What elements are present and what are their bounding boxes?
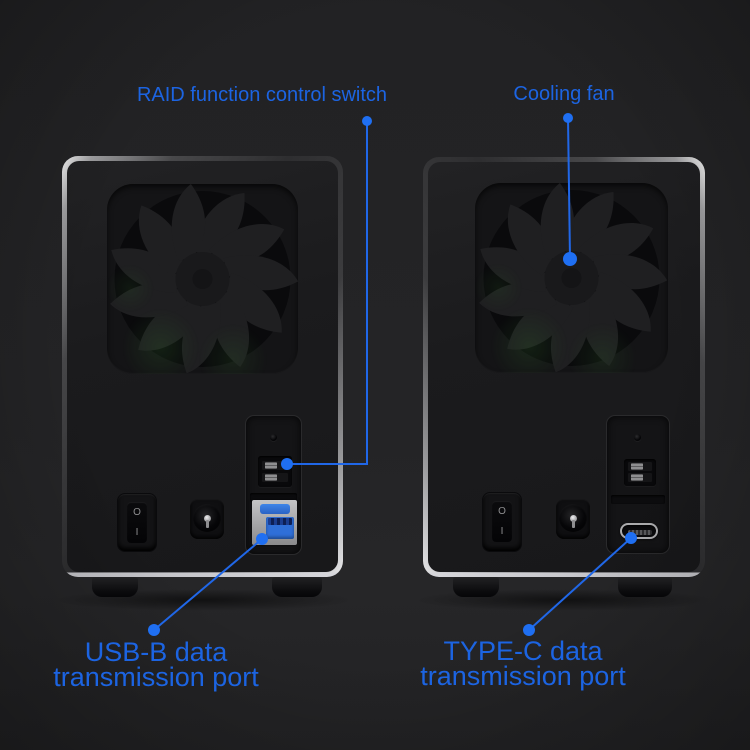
dc-power-jack: [190, 499, 224, 539]
device-foot: [618, 577, 672, 597]
power-switch: O I: [118, 494, 156, 551]
usb-b-label-line1: USB-B data: [84, 637, 228, 667]
enclosure-back-face: O I: [67, 161, 338, 572]
type-c-label-line1: TYPE-C data: [443, 636, 603, 666]
raid-switch-label: RAID function control switch: [136, 84, 388, 106]
type-c-label: TYPE-C data transmission port: [420, 636, 626, 691]
cooling-fan-label: Cooling fan: [513, 83, 615, 105]
cooling-fan: [475, 183, 668, 373]
raid-dip-switch: [624, 459, 656, 486]
usb-b-callout-dot: [148, 624, 160, 636]
device-foot: [453, 577, 499, 597]
dc-jack-stem: [572, 520, 575, 528]
dip-slider: [265, 474, 277, 481]
dip-slider: [631, 474, 643, 481]
fan-callout-dot: [563, 113, 573, 123]
power-rocker: O I: [127, 502, 147, 543]
device-foot: [272, 577, 322, 597]
dc-jack-pin: [203, 514, 211, 522]
dc-power-jack: [556, 499, 590, 539]
fan-impeller-icon: [479, 183, 668, 373]
device-foot: [92, 577, 138, 597]
type-c-label-line2: transmission port: [420, 661, 626, 691]
status-led-hole: [270, 434, 277, 441]
dip-slider: [265, 462, 277, 469]
rear-port-panel: [245, 415, 302, 555]
dc-jack-pin: [569, 514, 577, 522]
type-c-callout-dot: [523, 624, 535, 636]
power-on-mark: I: [500, 526, 504, 537]
cooling-fan: [107, 184, 298, 374]
type-c-port: [620, 523, 658, 539]
raid-callout-dot: [362, 116, 372, 126]
usb-b-tongue: [260, 504, 290, 514]
usb-b-label: USB-B data transmission port: [53, 637, 259, 692]
dc-jack-ring: [193, 504, 221, 532]
usb-b-socket: [266, 517, 294, 539]
usb-b-label-line2: transmission port: [53, 662, 259, 692]
dip-row: [262, 473, 288, 482]
dc-jack-ring: [559, 504, 587, 532]
dc-jack-stem: [206, 520, 209, 528]
status-led-hole: [634, 434, 641, 441]
type-c-contacts: [628, 530, 652, 535]
dip-row: [262, 461, 288, 470]
panel-divider: [250, 493, 297, 502]
dip-slider: [631, 463, 643, 470]
power-switch: O I: [483, 493, 521, 551]
raid-dip-switch: [258, 456, 292, 487]
rear-port-panel: [606, 415, 670, 554]
enclosure-type-c-rear: O I: [423, 157, 705, 577]
usb-b-port: [252, 500, 297, 545]
dip-row: [628, 473, 652, 482]
power-on-mark: I: [135, 527, 139, 538]
power-off-mark: O: [498, 506, 506, 517]
panel-divider: [611, 495, 665, 504]
fan-impeller-icon: [110, 184, 298, 374]
enclosure-back-face: O I: [428, 162, 700, 572]
power-off-mark: O: [133, 507, 141, 518]
dip-row: [628, 462, 652, 471]
power-rocker: O I: [492, 501, 512, 542]
enclosure-usb-b-rear: O I: [62, 156, 343, 577]
